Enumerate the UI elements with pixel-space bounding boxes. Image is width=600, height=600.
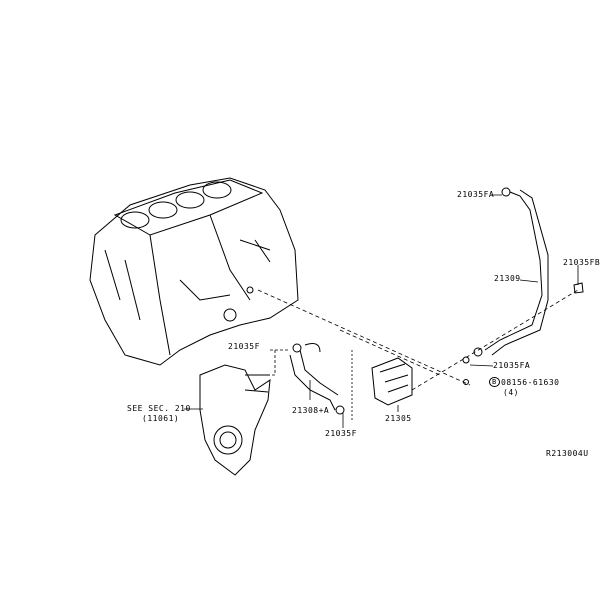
hose-21309 — [462, 187, 584, 385]
label-21308a: 21308+A — [292, 406, 330, 415]
label-21035f-lower: 21035F — [325, 429, 357, 438]
label-21035fa-lower: 21035FA — [493, 361, 531, 370]
pump-housing — [199, 364, 271, 476]
hose-21308 — [289, 343, 345, 415]
label-21035fb: 21035FB — [563, 258, 600, 267]
diagram-code: R213004U — [546, 449, 589, 458]
bolt-marker: B — [489, 377, 500, 387]
label-see-sec: SEE SEC. 210 — [127, 404, 191, 413]
label-21309: 21309 — [494, 274, 521, 283]
leader-lines — [184, 194, 579, 428]
label-21035f-upper: 21035F — [228, 342, 260, 351]
label-see-sec-ref: (11061) — [142, 414, 180, 423]
label-21305: 21305 — [385, 414, 412, 423]
label-bolt-qty: (4) — [503, 388, 519, 397]
engine-block — [89, 177, 299, 366]
label-bolt-part: 08156-61630 — [501, 378, 560, 387]
label-21035fa-top: 21035FA — [457, 190, 495, 199]
oil-cooler — [371, 357, 413, 406]
